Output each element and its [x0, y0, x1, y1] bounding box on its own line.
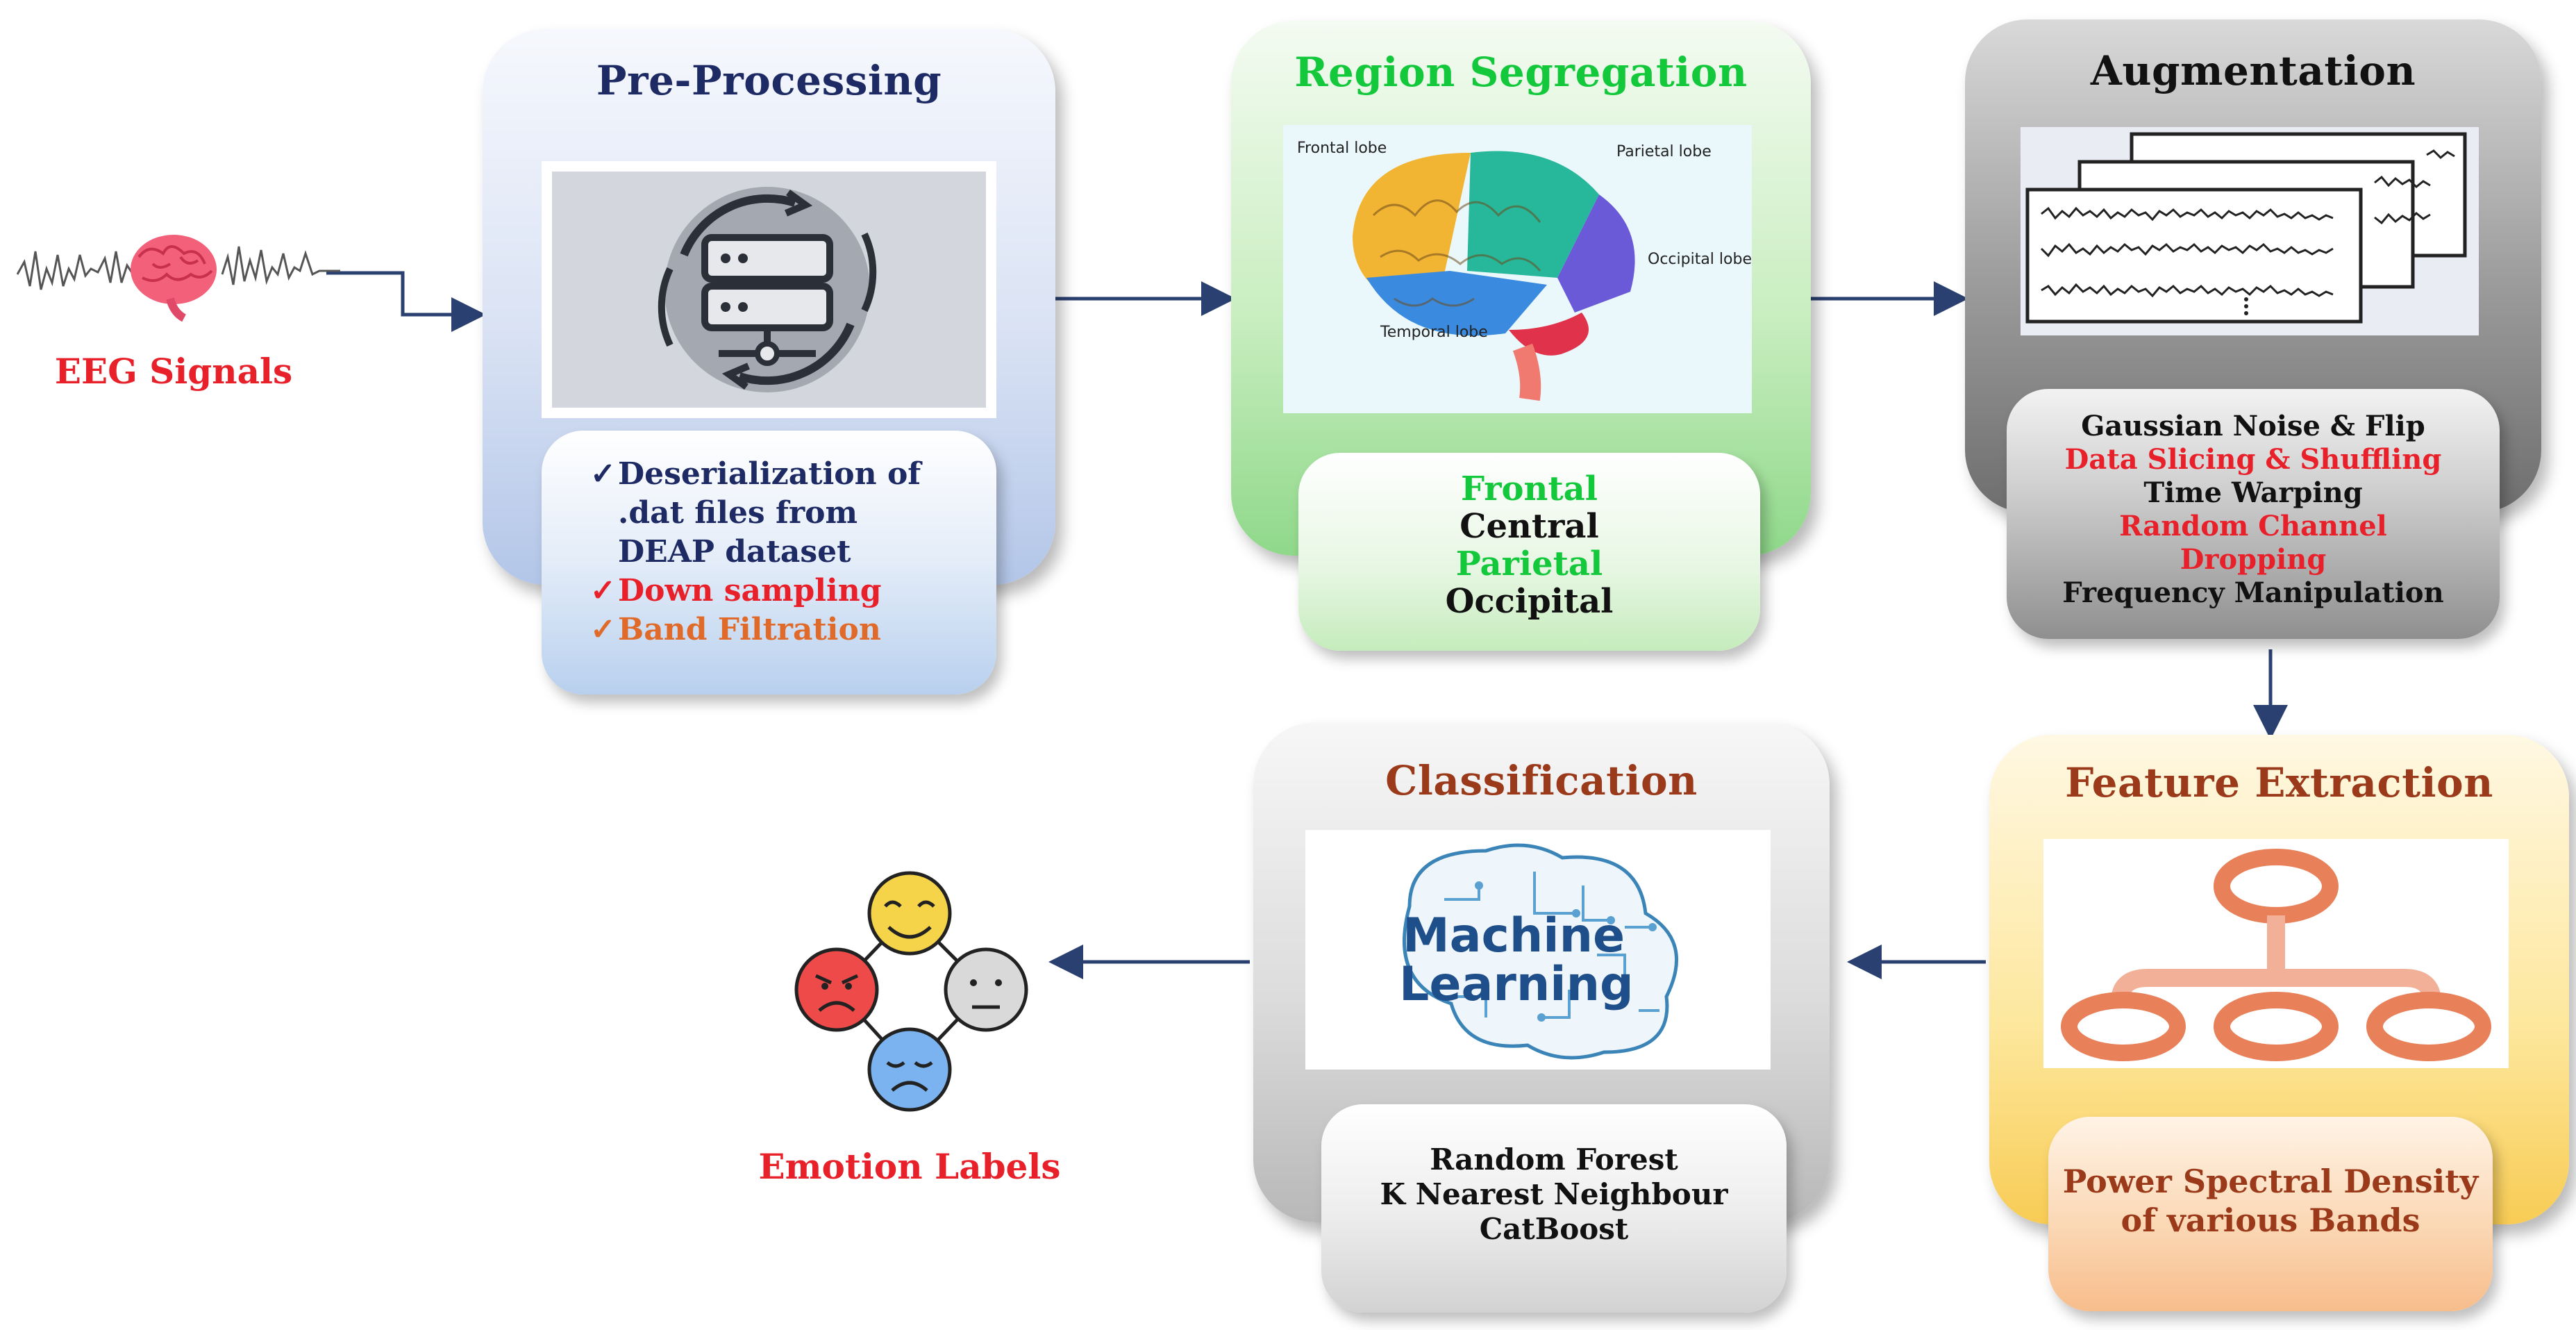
augmentation-list: Gaussian Noise & Flip Data Slicing & Shu…	[2007, 389, 2500, 639]
region-occipital: Occipital	[1445, 582, 1614, 621]
aug-gaussian-noise: Gaussian Noise & Flip	[2081, 410, 2425, 442]
machine-learning-image: Machine Learning	[1305, 830, 1771, 1070]
step-band-filtration: ✓Band Filtration	[590, 612, 881, 647]
arrow-eeg-to-preprocessing	[326, 271, 486, 332]
label-occipital-lobe: Occipital lobe	[1648, 251, 1752, 268]
region-frontal: Frontal	[1461, 469, 1598, 508]
classifier-catboost: CatBoost	[1479, 1212, 1629, 1246]
region-central: Central	[1460, 507, 1599, 546]
classifier-random-forest: Random Forest	[1430, 1142, 1678, 1177]
ml-text-machine: Machine	[1403, 908, 1625, 963]
eeg-signal-graphic	[16, 235, 340, 322]
ml-text-learning: Learning	[1399, 957, 1634, 1012]
preprocessing-steps: ✓Deserialization of .dat files from DEAP…	[542, 431, 996, 695]
augmentation-title: Augmentation	[2090, 47, 2416, 94]
server-sync-icon	[658, 187, 877, 392]
label-frontal-lobe: Frontal lobe	[1297, 140, 1387, 157]
feature-description: Power Spectral Density of various Bands	[2048, 1117, 2493, 1311]
eeg-stack-image	[2021, 127, 2479, 335]
brain-icon	[131, 235, 217, 322]
happy-face-icon	[867, 871, 952, 956]
feature-title: Feature Extraction	[2065, 759, 2493, 806]
brain-lobes-image: Frontal lobe Parietal lobe Occipital lob…	[1283, 125, 1752, 413]
classifier-list: Random Forest K Nearest Neighbour CatBoo…	[1321, 1104, 1787, 1313]
classifier-knn: K Nearest Neighbour	[1380, 1177, 1728, 1211]
hierarchy-image	[2043, 839, 2509, 1068]
ml-brain-icon: Machine Learning	[1399, 843, 1678, 1060]
angry-face-icon	[794, 947, 879, 1032]
aug-data-slicing: Data Slicing & Shuffling	[2064, 443, 2442, 476]
classification-title: Classification	[1385, 757, 1698, 804]
preprocessing-title: Pre-Processing	[596, 57, 942, 104]
feature-line-2: of various Bands	[2121, 1202, 2420, 1239]
brain-lobes-diagram: Frontal lobe Parietal lobe Occipital lob…	[1297, 140, 1752, 401]
feature-line-1: Power Spectral Density	[2062, 1163, 2479, 1200]
step-dat-files: .dat files from	[618, 495, 858, 531]
neutral-face-icon	[944, 947, 1028, 1032]
stacked-eeg-traces	[2025, 132, 2467, 324]
step-down-sampling: ✓Down sampling	[590, 573, 882, 608]
aug-time-warping: Time Warping	[2143, 476, 2363, 509]
aug-random-channel: Random Channel	[2119, 510, 2387, 542]
aug-frequency-manipulation: Frequency Manipulation	[2062, 576, 2444, 609]
label-parietal-lobe: Parietal lobe	[1616, 143, 1712, 160]
step-deserialization: ✓Deserialization of	[590, 456, 921, 492]
sad-face-icon	[867, 1027, 952, 1112]
preprocessing-image	[542, 161, 996, 418]
aug-dropping: Dropping	[2180, 543, 2327, 576]
region-parietal: Parietal	[1455, 545, 1603, 583]
eeg-waveform	[16, 246, 340, 290]
label-temporal-lobe: Temporal lobe	[1380, 324, 1488, 341]
region-list: Frontal Central Parietal Occipital	[1298, 453, 1760, 651]
hierarchy-icon	[2061, 849, 2491, 1061]
eeg-signals-label: EEG Signals	[54, 351, 293, 392]
emotion-faces	[794, 871, 1028, 1112]
emotion-labels-label: Emotion Labels	[758, 1146, 1061, 1187]
step-deap-dataset: DEAP dataset	[618, 534, 851, 570]
region-title: Region Segregation	[1294, 49, 1748, 96]
